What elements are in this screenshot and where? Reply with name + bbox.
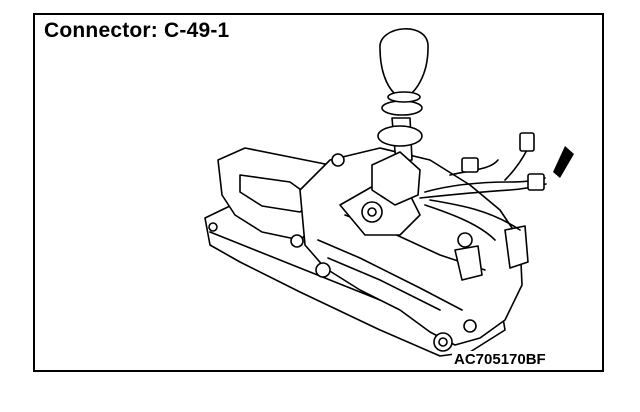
arrow-icon bbox=[553, 146, 574, 178]
harness-connector bbox=[520, 133, 534, 151]
shift-knob bbox=[380, 29, 428, 98]
lever-collar bbox=[378, 126, 422, 146]
mount-bolt bbox=[458, 233, 472, 247]
housing-rail-2 bbox=[328, 258, 440, 310]
side-bracket-slot bbox=[240, 175, 315, 212]
mount-bolt bbox=[464, 320, 476, 332]
housing-rail-1 bbox=[318, 240, 462, 310]
harness-connector bbox=[462, 158, 478, 172]
figure-id: AC705170BF bbox=[452, 351, 548, 368]
lever-ring bbox=[382, 101, 422, 115]
shift-knob-base bbox=[388, 92, 420, 102]
mount-bolt bbox=[291, 235, 303, 247]
diagram-title: Connector: C-49-1 bbox=[44, 19, 230, 42]
lever-boot-base bbox=[372, 152, 420, 205]
mount-bolt bbox=[332, 154, 344, 166]
mount-bolt bbox=[209, 223, 217, 231]
side-connector bbox=[455, 246, 482, 280]
side-connector bbox=[505, 226, 528, 268]
mount-bolt bbox=[316, 263, 330, 277]
target-connector-c-49-1 bbox=[528, 174, 544, 190]
